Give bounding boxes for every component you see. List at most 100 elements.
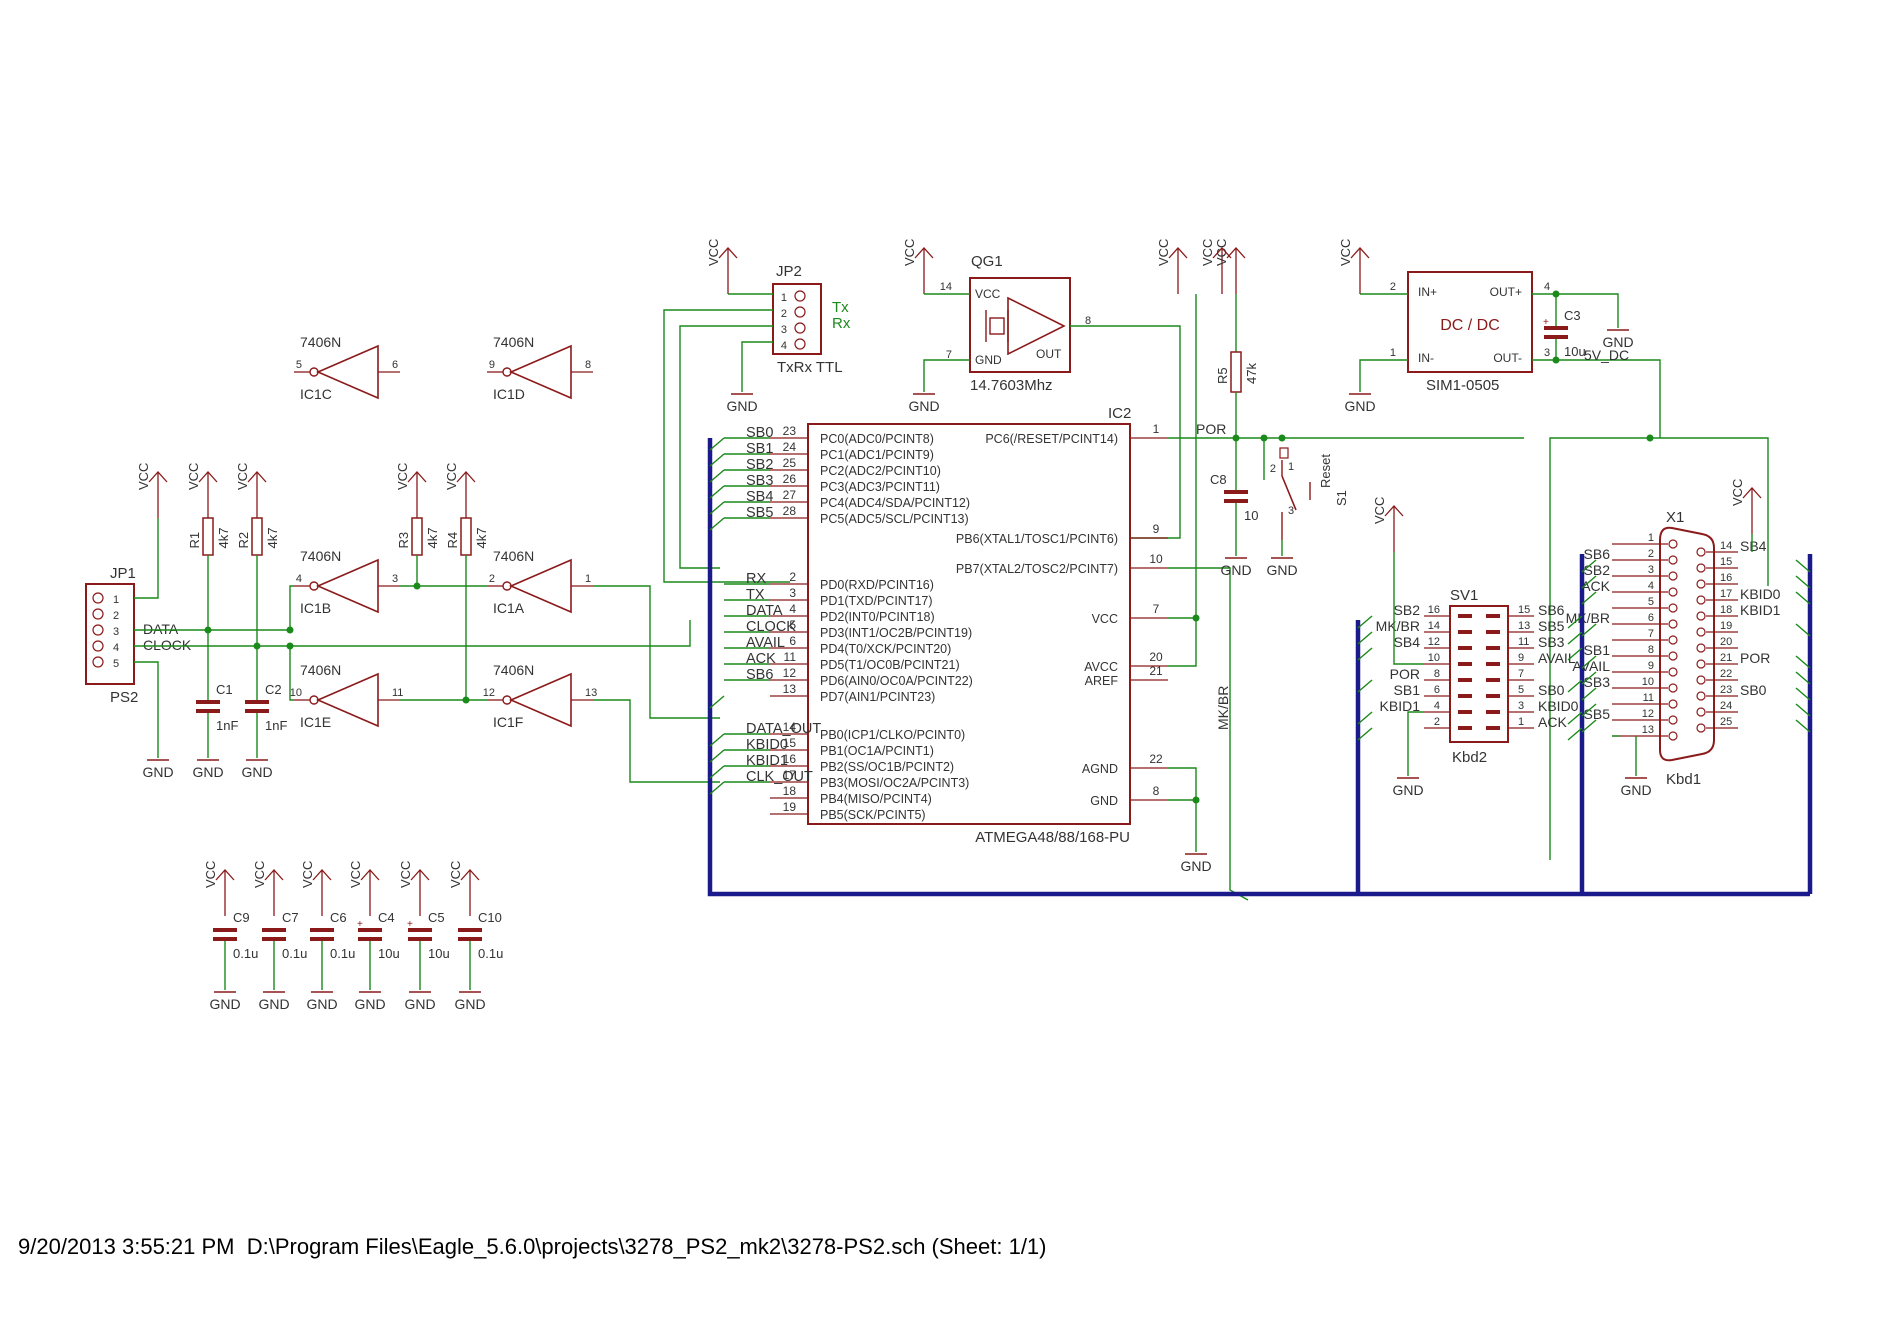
net-label: SB5 [1538,618,1565,634]
net-wire [1549,437,1650,860]
net-wire [1168,294,1197,619]
pin-number: 25 [1720,716,1732,728]
net-label: MK/BR [1376,618,1420,634]
cap-value: 0.1u [233,946,258,961]
ic2-pin-name: PB0(ICP1/CLKO/PCINT0) [820,728,965,742]
bus-entry [1581,719,1597,733]
bus-entry [1581,703,1597,717]
pin-number: 9 [489,359,495,371]
sv1-contact [1458,694,1472,698]
capacitor-plate [408,937,432,941]
gate-type: 7406N [300,334,341,350]
net-wire [741,341,773,392]
vcc-label: VCC [235,463,250,490]
sv1-contact [1486,726,1500,730]
x1-contact [1668,539,1678,549]
net-wire [134,620,691,647]
net-label: SB5 [1584,706,1611,722]
cap-value: 10u [428,946,450,961]
x1-contact [1696,627,1706,637]
capacitor-plate [1224,499,1248,503]
jp1-pin [92,592,104,604]
x1-contact [1696,707,1706,717]
net-label: KBID1 [746,753,788,769]
sv1-contact [1458,630,1472,634]
cap-value: 0.1u [330,946,355,961]
net-label: AVAIL [1538,650,1576,666]
vcc-arrow [215,869,235,881]
ic2-pin-name: AGND [1082,762,1118,776]
net-wire [134,518,159,599]
pin-number: 6 [1434,684,1440,696]
net-label-clock: CLOCK [143,637,192,653]
pin-number: 6 [1648,612,1654,624]
bus-entry [709,695,725,709]
sv1-value: Kbd2 [1452,749,1487,766]
jp2-pin [794,306,806,318]
x1-shell [1659,526,1715,762]
cap-name: C4 [378,910,395,925]
vcc-arrow [456,471,476,483]
cap-name: C1 [216,682,233,697]
bus-entry [709,437,725,451]
pin-number: 11 [392,687,403,699]
net-wire [1393,552,1424,665]
pin-number: 8 [585,359,591,371]
vcc-label: VCC [398,861,413,888]
pin-number: 5 [1518,684,1524,696]
net-wire [663,309,790,583]
gnd-label: GND [258,996,289,1012]
x1-contact [1696,611,1706,621]
bus-entry [1567,711,1583,725]
junction-dot [462,696,470,704]
pin-number: 20 [1720,636,1732,648]
gnd-label: GND [1180,858,1211,874]
jp1-pin [92,656,104,668]
jp1-pin [92,608,104,620]
polarity-mark: + [357,919,363,930]
net-label: SB5 [746,505,773,521]
bus-entry [709,485,725,499]
gate-type: 7406N [300,548,341,564]
pin-number: 4 [781,340,787,352]
pin-number: 20 [1149,650,1163,664]
gnd-label: GND [192,764,223,780]
bus-entry [1795,591,1811,605]
pin-number: 16 [783,752,797,766]
bus-entry [709,749,725,763]
gnd-label: GND [1344,398,1375,414]
pin-number: 1 [1153,422,1160,436]
net-label: SB1 [1584,642,1611,658]
resistor-body [460,517,472,556]
net-label: SB6 [746,667,773,683]
jp2-pin [794,338,806,350]
sv1-contact [1458,710,1472,714]
net-label: SB2 [746,457,773,473]
bus-entry [1795,623,1811,637]
qg1-out-label: OUT [1036,347,1062,361]
resistor-value: 4k7 [425,528,440,549]
bus-entry [1795,559,1811,573]
jp1-pin [92,624,104,636]
pin-number: 2 [1434,716,1440,728]
vcc-label: VCC [348,861,363,888]
cap-name: C7 [282,910,299,925]
cap-name: C5 [428,910,445,925]
net-label: SB6 [1584,546,1611,562]
pin-number: 25 [783,456,797,470]
net-wire [1407,711,1424,776]
switch-lever [1281,475,1297,511]
ic2-pin-name: PD6(AIN0/OC0A/PCINT22) [820,674,973,688]
jp2-body [772,283,822,355]
s1-value: Reset [1318,454,1333,488]
dcdc-title: DC / DC [1440,317,1500,334]
capacitor-plate [245,709,269,713]
jp1-pin [92,640,104,652]
net-label: POR [1390,666,1420,682]
bus-entry [709,733,725,747]
pin-number: 13 [783,682,797,696]
footer-file-path: 9/20/2013 3:55:21 PM D:\Program Files\Ea… [18,1234,1047,1259]
sv1-contact [1486,694,1500,698]
ic2-pin-name: PD7(AIN1/PCINT23) [820,690,935,704]
bus-entry [1581,655,1597,669]
